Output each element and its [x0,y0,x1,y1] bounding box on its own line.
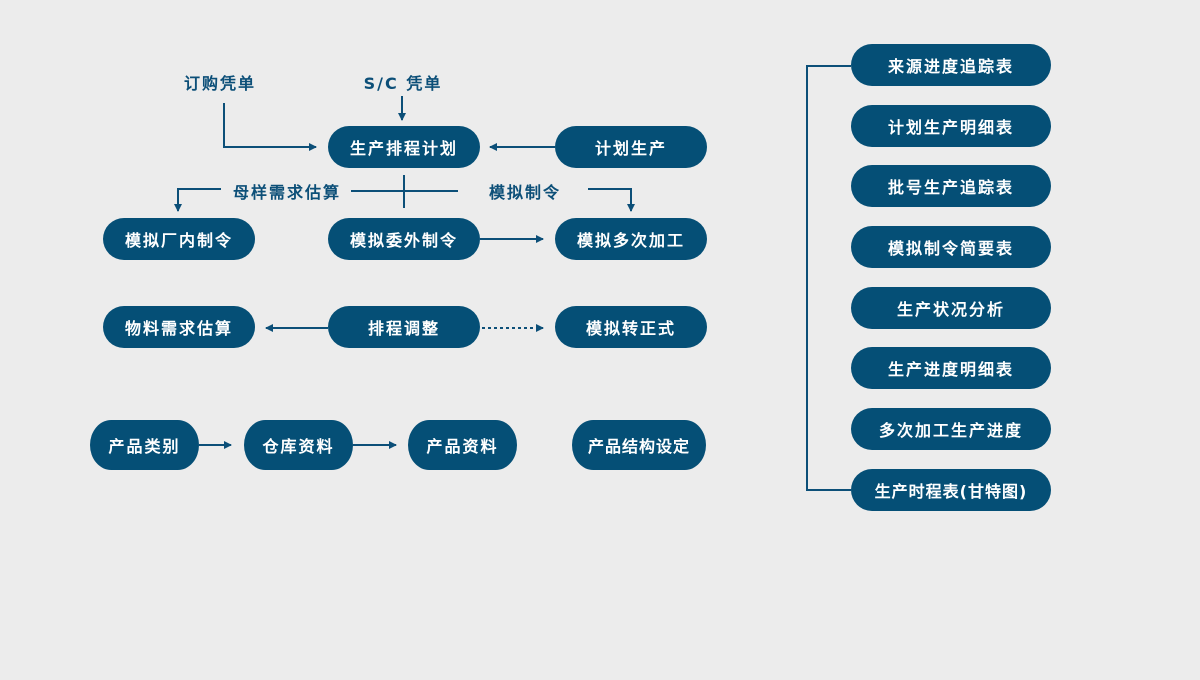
report-plan-detail[interactable]: 计划生产明细表 [851,105,1051,147]
report-gantt-schedule[interactable]: 生产时程表(甘特图) [851,469,1051,511]
report-progress-detail[interactable]: 生产进度明细表 [851,347,1051,389]
product-structure-node[interactable]: 产品结构设定 [572,420,706,470]
arrow-purchase-to-schedule [223,103,317,151]
sim-to-formal-node[interactable]: 模拟转正式 [555,306,707,348]
sim-order-label: 模拟制令 [488,183,562,202]
report-multi-process-progress[interactable]: 多次加工生产进度 [851,408,1051,450]
sim-inhouse-order-node[interactable]: 模拟厂内制令 [103,218,255,260]
sim-outsource-order-node[interactable]: 模拟委外制令 [328,218,480,260]
product-data-node[interactable]: 产品资料 [408,420,517,470]
report-batch-tracking[interactable]: 批号生产追踪表 [851,165,1051,207]
sample-demand-label: 母样需求估算 [232,183,342,202]
material-demand-node[interactable]: 物料需求估算 [103,306,255,348]
schedule-adjust-node[interactable]: 排程调整 [328,306,480,348]
product-category-node[interactable]: 产品类别 [90,420,199,470]
arrow-to-inhouse [174,188,221,212]
sc-voucher-label: S/C 凭单 [363,74,443,93]
sim-multi-process-node[interactable]: 模拟多次加工 [555,218,707,260]
report-production-analysis[interactable]: 生产状况分析 [851,287,1051,329]
report-sim-order-summary[interactable]: 模拟制令简要表 [851,226,1051,268]
purchase-voucher-label: 订购凭单 [183,74,257,93]
production-schedule-node[interactable]: 生产排程计划 [328,126,480,168]
arrow-to-multi-process-branch [588,188,635,212]
reports-bracket [806,65,851,491]
report-source-progress[interactable]: 来源进度追踪表 [851,44,1051,86]
plan-production-node[interactable]: 计划生产 [555,126,707,168]
warehouse-data-node[interactable]: 仓库资料 [244,420,353,470]
